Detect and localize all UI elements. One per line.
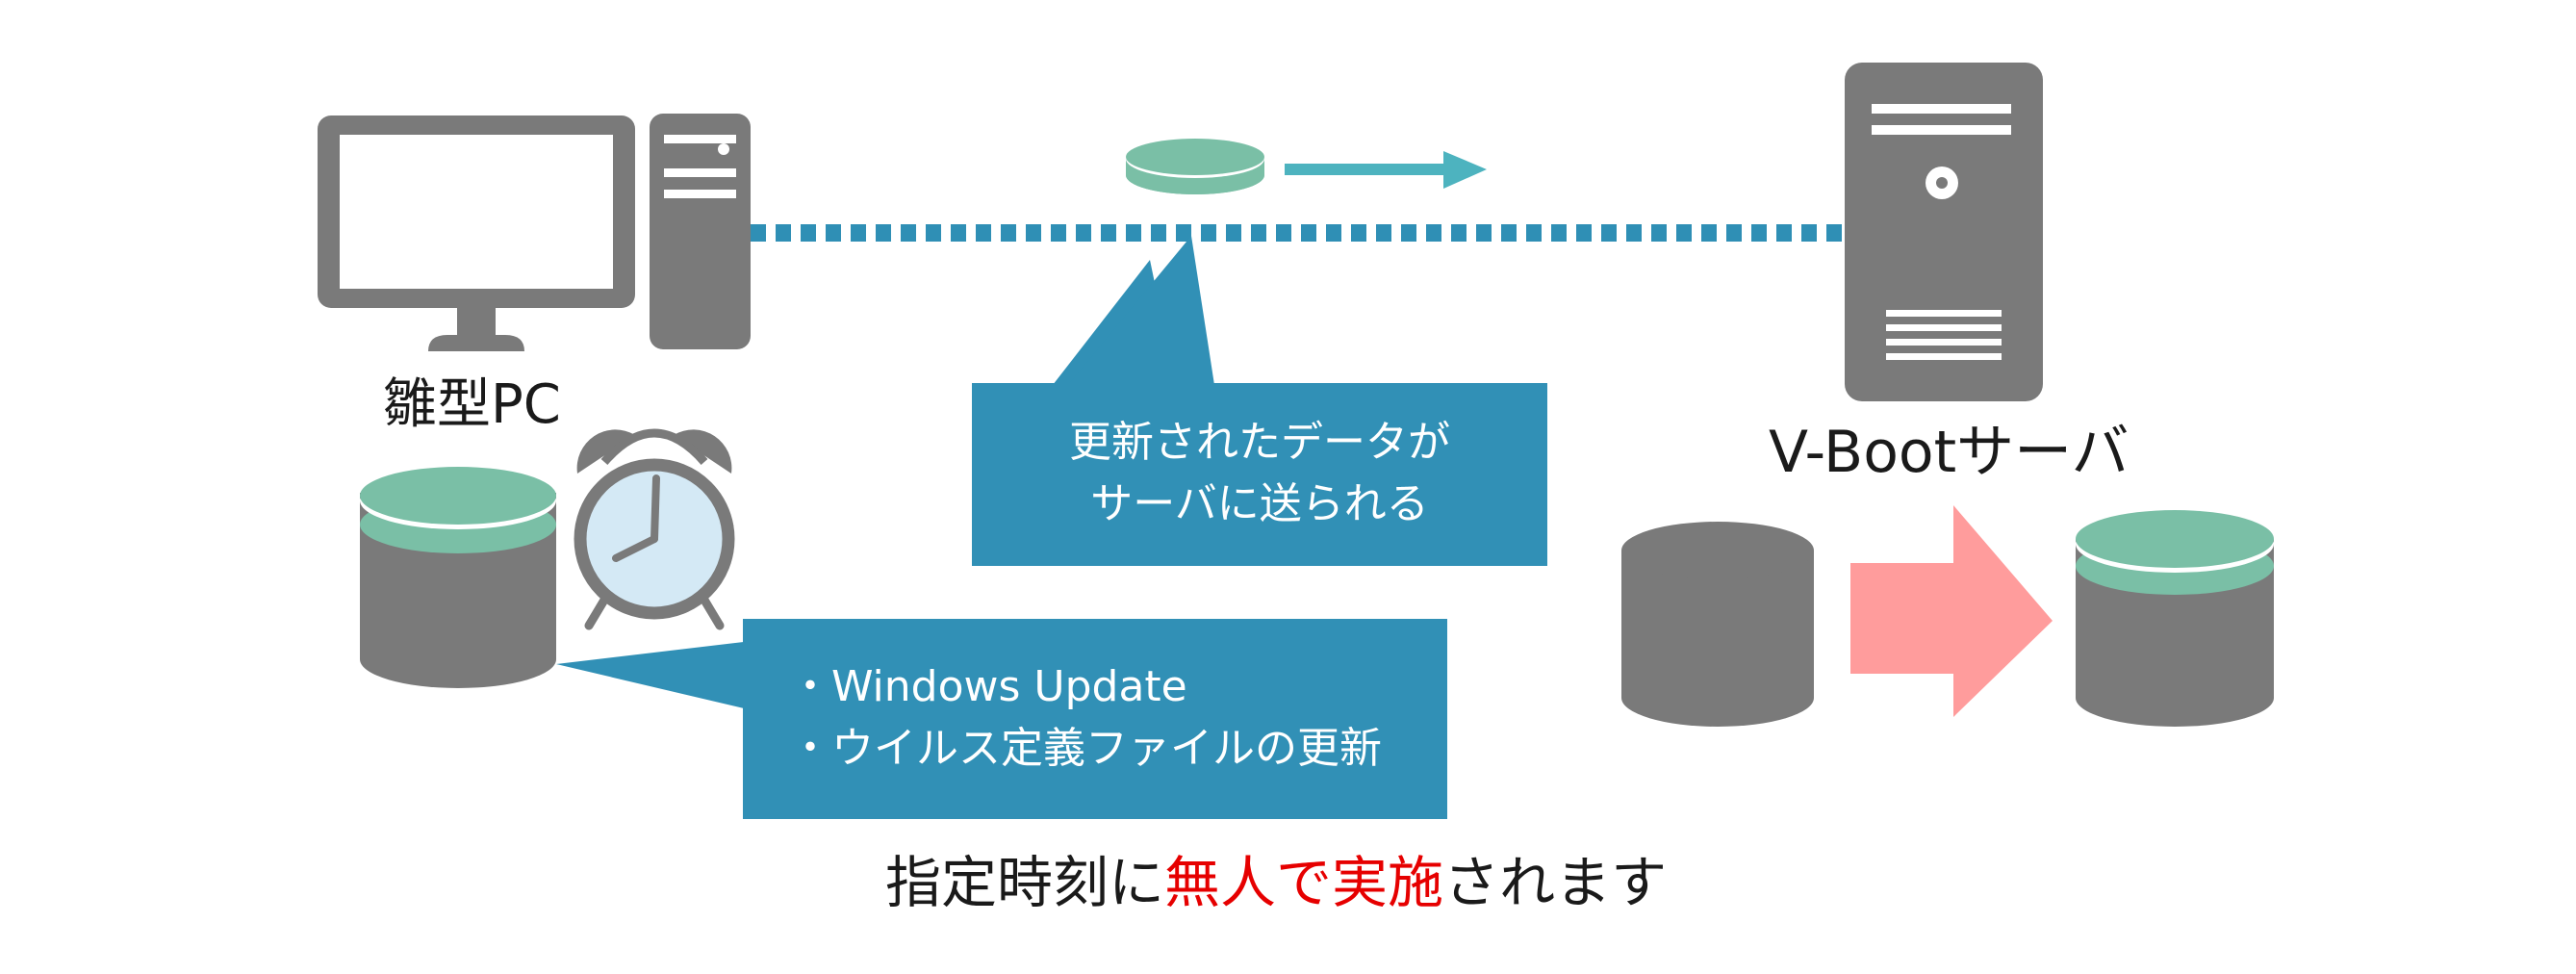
callout-updates-line2: ・ウイルス定義ファイルの更新 <box>789 723 1382 773</box>
server-tower-icon <box>1845 63 2043 401</box>
footer-part3: で <box>1276 850 1333 915</box>
server-label: V-Bootサーバ <box>1769 419 2130 486</box>
footer-part1: 指定時刻に <box>885 850 1165 915</box>
database-icon <box>360 467 556 688</box>
transfer-arrow <box>1285 151 1487 189</box>
footer-part4: 実施 <box>1332 850 1444 915</box>
monitor-icon <box>318 115 635 351</box>
database-before-icon <box>1621 522 1814 727</box>
data-disk-icon <box>1126 139 1264 194</box>
pc-tower-icon <box>650 114 751 349</box>
footer-caption: 指定時刻に無人で実施されます <box>885 855 1667 910</box>
footer-part5: されます <box>1443 850 1668 915</box>
footer-part2: 無人 <box>1164 850 1277 915</box>
callout-transfer-text: 更新されたデータが サーバに送られる <box>972 412 1547 535</box>
alarm-clock-icon <box>574 428 735 630</box>
callout-updates-line1: ・Windows Update <box>789 662 1187 711</box>
callout-transfer-line1: 更新されたデータが <box>1069 418 1450 467</box>
callout-transfer <box>972 236 1547 566</box>
callout-transfer-line2: サーバに送られる <box>1090 478 1429 528</box>
database-after-icon <box>2076 510 2274 727</box>
callout-updates-text: ・Windows Update ・ウイルス定義ファイルの更新 <box>789 656 1443 780</box>
update-arrow <box>1850 505 2053 717</box>
callout-updates <box>556 619 1447 819</box>
pc-label: 雛型PC <box>383 373 561 436</box>
